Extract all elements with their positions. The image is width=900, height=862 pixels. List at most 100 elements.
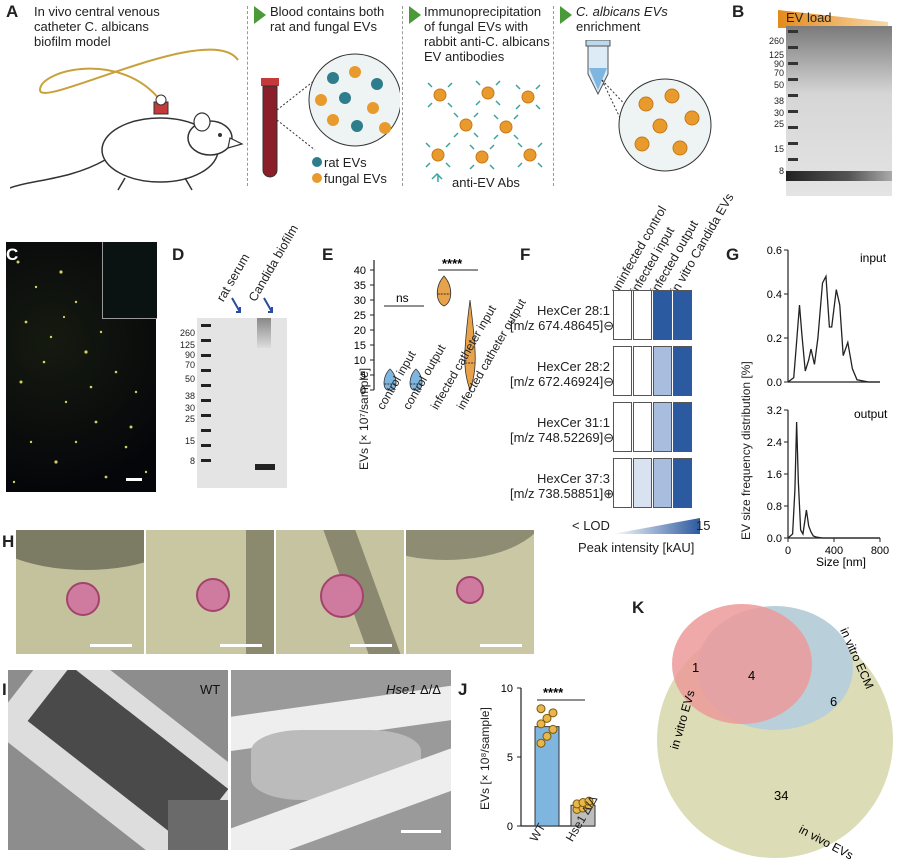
f-legend-high: 15 — [696, 518, 711, 533]
panel-label-j: J — [458, 680, 468, 699]
cryo-em-1 — [16, 530, 144, 654]
step-arrow-2 — [254, 6, 266, 24]
panel-label-h: H — [2, 532, 15, 551]
f-row-label-2: HexCer 28:2 [m/z 672.46924]⊖ — [510, 359, 615, 389]
g-output-curve — [787, 421, 880, 539]
j-point — [536, 738, 546, 748]
panel-label-i: I — [2, 680, 7, 699]
f-cell — [633, 346, 652, 396]
g-output-label: output — [854, 407, 888, 421]
sem-wt-label: WT — [200, 682, 221, 697]
blot-b-markers: 260 125 90 70 50 38 30 25 15 8 — [768, 36, 784, 176]
step4-text: C. albicans EVs enrichment — [576, 4, 668, 34]
enrichment-tube-illustration — [585, 40, 712, 172]
j-ytick-label: 5 — [507, 752, 513, 764]
f-cell — [653, 402, 672, 452]
f-cell — [653, 346, 672, 396]
f-row-3 — [613, 402, 695, 452]
j-ytick-label: 0 — [507, 821, 513, 833]
e-violin — [436, 275, 452, 307]
f-cell — [653, 290, 672, 340]
e-ytick-label: 10 — [354, 355, 366, 367]
venn-count-34: 34 — [774, 788, 788, 803]
g-ytick-label: 3.2 — [767, 405, 782, 417]
f-legend-label: Peak intensity [kAU] — [578, 540, 695, 555]
rat-catheter-illustration — [10, 48, 244, 191]
g-ytick-label: 1.6 — [767, 469, 782, 481]
f-row-1 — [613, 290, 695, 340]
e-ytick-label: 0 — [360, 385, 366, 397]
ev-load-wedge — [778, 10, 888, 28]
e-sig-label: **** — [442, 256, 463, 271]
g-ylabel: EV size frequency distribution [%] — [739, 361, 753, 540]
immunoprecipitation-illustration — [425, 80, 543, 182]
j-ylabel: EVs [× 10⁸/sample] — [478, 707, 492, 810]
legend-anti-ev-abs: anti-EV Abs — [452, 175, 520, 190]
ev-load-label: EV load — [786, 10, 832, 25]
step-arrow-4 — [560, 6, 572, 24]
venn-diagram-k: 1 4 6 34 in vitro EVs in vitro ECM in vi… — [657, 604, 893, 862]
legend-rat-evs: rat EVs — [324, 155, 367, 170]
g-ytick-label: 0.6 — [767, 245, 782, 257]
g-ytick-label: 0.8 — [767, 501, 782, 513]
western-blot-d — [197, 318, 287, 488]
j-sig-label: **** — [543, 685, 564, 700]
fluorescent-ev-dots — [12, 260, 148, 484]
f-cell — [613, 290, 632, 340]
f-row-label-3: HexCer 31:1 [m/z 748.52269]⊖ — [510, 415, 615, 445]
f-cell — [653, 458, 672, 508]
step-arrow-3 — [409, 6, 421, 24]
g-ytick-label: 0.2 — [767, 333, 782, 345]
e-violin — [409, 368, 423, 391]
size-distribution-g: EV size frequency distribution [%] 0.0 0.… — [739, 245, 889, 569]
cryo-em-3 — [276, 530, 404, 654]
scale-bar-i — [401, 830, 441, 833]
step1-text: In vivo central venous catheter C. albic… — [34, 4, 160, 49]
j-point — [536, 704, 546, 714]
blot-d-markers: 260 125 90 70 50 38 30 25 15 8 — [179, 328, 195, 466]
e-ytick-label: 30 — [354, 295, 366, 307]
step2-text: Blood contains both rat and fungal EVs — [270, 4, 385, 34]
j-point — [536, 719, 546, 729]
f-row-label-4: HexCer 37:3 [m/z 738.58851]⊕ — [510, 471, 615, 501]
g-xtick-label: 400 — [825, 545, 843, 557]
f-cell — [633, 290, 652, 340]
f-cell — [673, 402, 692, 452]
f-cell — [633, 402, 652, 452]
g-ytick-label: 0.4 — [767, 289, 782, 301]
f-cell — [613, 402, 632, 452]
e-ytick-label: 20 — [354, 325, 366, 337]
blot-d-arrows — [231, 297, 273, 313]
f-row-label-1: HexCer 28:1 [m/z 674.48645]⊖ — [510, 303, 615, 333]
f-cell — [613, 346, 632, 396]
e-ns-label: ns — [396, 291, 409, 305]
j-point — [548, 724, 558, 734]
divider-3 — [553, 6, 554, 186]
panel-label-a: A — [6, 2, 19, 21]
f-cell — [673, 346, 692, 396]
venn-in-vitro-evs — [672, 604, 812, 724]
e-ytick-label: 25 — [354, 310, 366, 322]
venn-count-4: 4 — [748, 668, 755, 683]
panel-label-d: D — [172, 245, 185, 264]
f-cell — [633, 458, 652, 508]
f-cell — [673, 458, 692, 508]
sem-hse1-label: Hse1 Δ/Δ — [386, 682, 441, 697]
sem-hse1 — [231, 670, 451, 850]
g-xtick-label: 800 — [871, 545, 889, 557]
e-ylabel: EVs [× 10⁷/sample] — [357, 368, 371, 470]
g-ytick-label: 0.0 — [767, 377, 782, 389]
j-point — [584, 796, 594, 806]
g-xtick-label: 0 — [785, 545, 791, 557]
j-bars — [534, 704, 596, 827]
j-point — [548, 708, 558, 718]
g-ytick-label: 2.4 — [767, 437, 782, 449]
e-violins — [383, 275, 476, 392]
f-cell — [673, 290, 692, 340]
divider-2 — [402, 6, 403, 186]
g-input-curve — [787, 274, 880, 383]
